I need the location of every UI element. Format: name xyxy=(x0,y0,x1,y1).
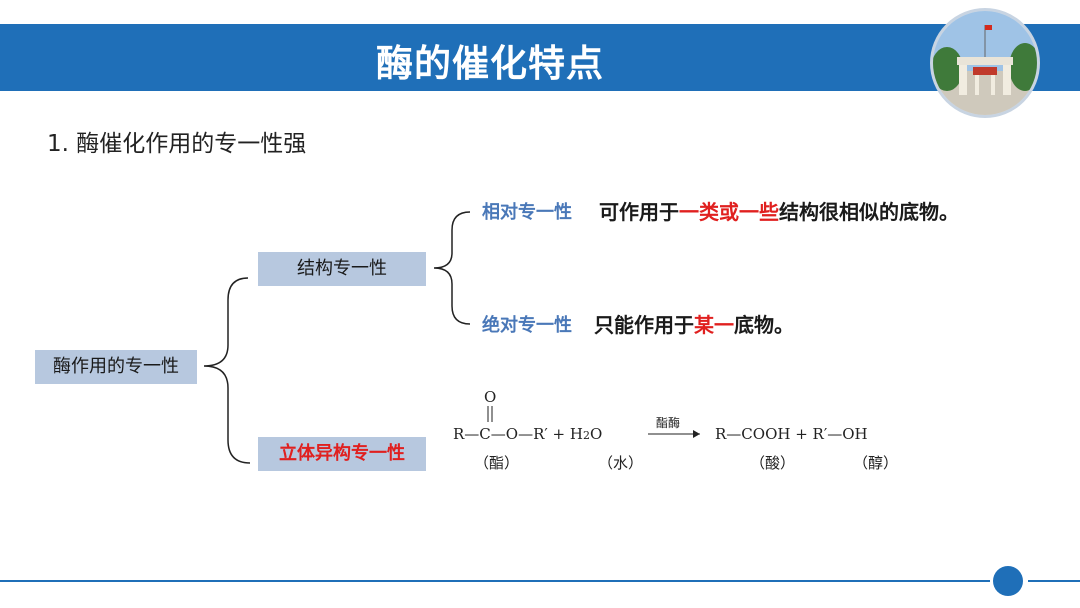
relative-specificity-desc: 可作用于一类或一些结构很相似的底物。 xyxy=(599,196,959,225)
relative-specificity-label: 相对专一性 xyxy=(482,198,572,224)
absolute-specificity-desc: 只能作用于某一底物。 xyxy=(594,309,794,338)
footer-dot xyxy=(993,566,1023,596)
root-box: 酶作用的专一性 xyxy=(35,350,197,384)
absolute-specificity-label: 绝对专一性 xyxy=(482,311,572,337)
water-name: （水） xyxy=(598,452,643,473)
acid-name: （酸） xyxy=(750,452,795,473)
ester-name: （酯） xyxy=(474,452,519,473)
footer-line-right xyxy=(1028,580,1080,582)
stereo-specificity-box: 立体异构专一性 xyxy=(258,437,426,471)
structural-specificity-box: 结构专一性 xyxy=(258,252,426,286)
ester-reactants: R—C—O—R′ + H2O xyxy=(453,425,602,443)
catalyst-label: 酯酶 xyxy=(656,414,680,431)
carbonyl-oxygen: O xyxy=(484,388,496,406)
footer-line xyxy=(0,580,990,582)
alcohol-name: （醇） xyxy=(853,452,898,473)
hydrolysis-products: R—COOH + R′—OH xyxy=(715,425,868,443)
